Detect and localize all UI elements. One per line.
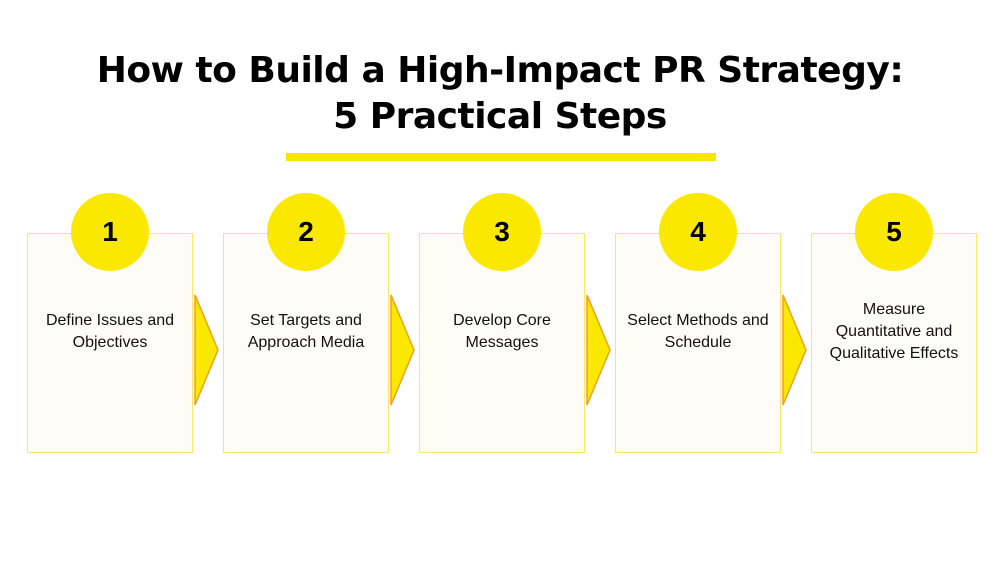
- chevron-right-arrow-icon: [390, 294, 415, 406]
- step-label: Measure Quantitative and Qualitative Eff…: [829, 301, 959, 362]
- step-label: Select Methods and Schedule: [627, 312, 769, 351]
- step-number-badge: 5: [855, 193, 933, 271]
- chevron-right-arrow-icon: [782, 294, 807, 406]
- step-number-badge: 1: [71, 193, 149, 271]
- step-label: Develop Core Messages: [453, 312, 551, 351]
- title-line-1: How to Build a High-Impact PR Strategy:: [96, 50, 904, 91]
- step-number-badge: 3: [463, 193, 541, 271]
- chevron-right-arrow-icon: [586, 294, 611, 406]
- chevron-right-arrow-icon: [194, 294, 219, 406]
- title-underline: [286, 153, 716, 161]
- step-number-badge: 2: [267, 193, 345, 271]
- step-number-badge: 4: [659, 193, 737, 271]
- step-label: Set Targets and Approach Media: [247, 312, 365, 351]
- page-title: How to Build a High-Impact PR Strategy: …: [0, 48, 1000, 140]
- step-label: Define Issues and Objectives: [45, 312, 175, 351]
- title-line-2: 5 Practical Steps: [333, 96, 667, 137]
